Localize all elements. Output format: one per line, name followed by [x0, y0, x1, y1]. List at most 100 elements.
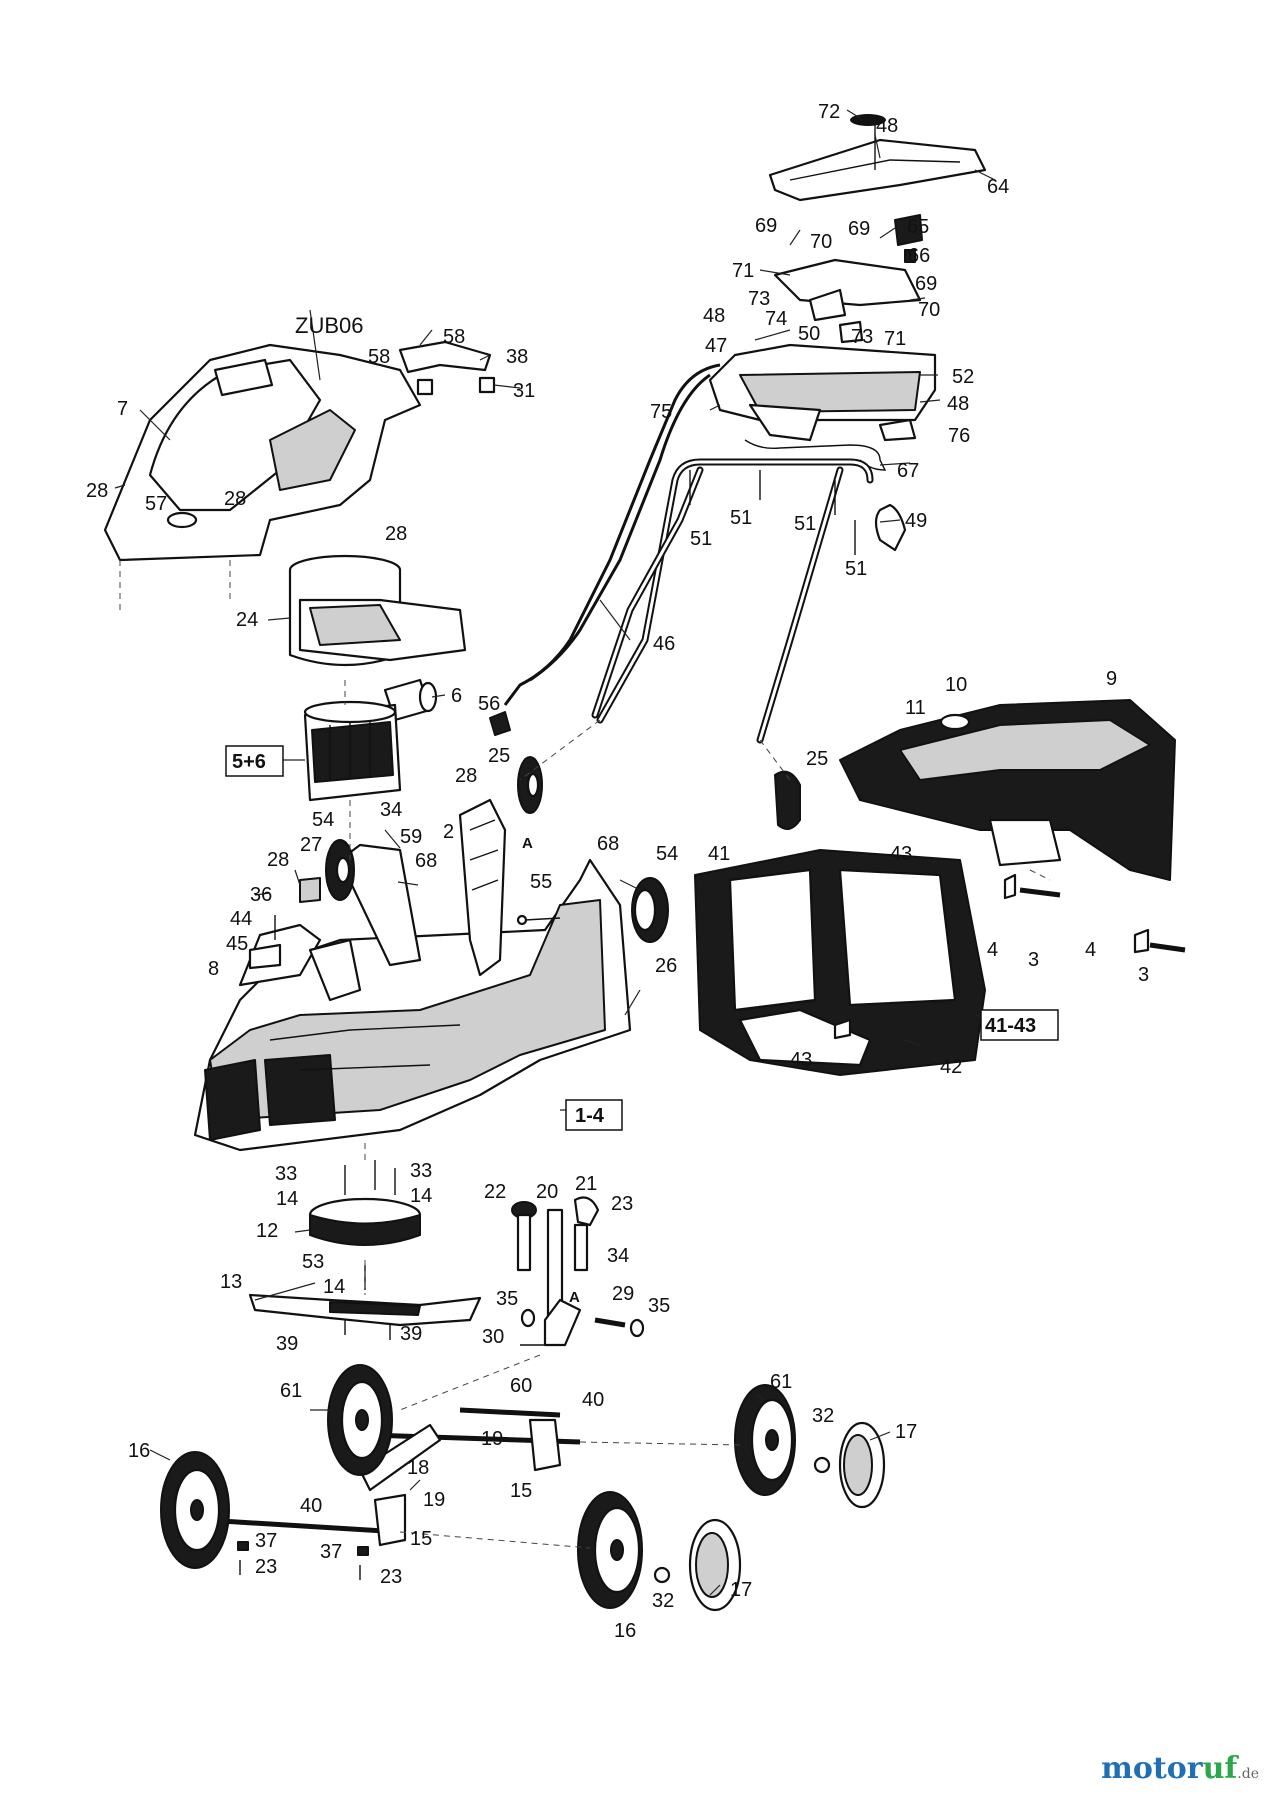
callout-label: 4: [1085, 939, 1096, 961]
callout-label: 39: [276, 1333, 298, 1355]
callout-label: 7: [117, 398, 128, 420]
plug-56: [489, 711, 511, 736]
motor-5-6: [303, 700, 402, 802]
callout-label: 49: [905, 510, 927, 532]
callout-label: ZUB06: [295, 313, 363, 338]
assembly-dashes: [119, 560, 1051, 1549]
callout-label: 48: [876, 115, 898, 137]
callout-label: 58: [443, 326, 465, 348]
callout-label: 18: [407, 1457, 429, 1479]
callout-label: 17: [730, 1579, 752, 1601]
wheel-16-front-left: [160, 1451, 230, 1569]
wheel-61-rear-left: [327, 1364, 393, 1476]
callout-label: 14: [323, 1276, 345, 1298]
callout-label: 53: [302, 1251, 324, 1273]
callout-label: 69: [755, 215, 777, 237]
callout-label: 14: [276, 1188, 298, 1210]
boxed-label: 1-4: [575, 1105, 605, 1127]
callout-label: 23: [380, 1566, 402, 1588]
label-box-1-4: [565, 1099, 623, 1131]
callout-label: 50: [798, 323, 820, 345]
callout-label: 16: [128, 1440, 150, 1462]
callout-label: 33: [410, 1160, 432, 1182]
callout-label: 12: [256, 1220, 278, 1242]
callout-label: 56: [478, 693, 500, 715]
callout-label: 71: [884, 328, 906, 350]
bolts-37-23: [237, 1541, 369, 1580]
bolt-55: [524, 917, 561, 921]
callout-label: 28: [224, 488, 246, 510]
clip-43: [833, 1018, 852, 1040]
callout-label: 25: [488, 745, 510, 767]
callout-label: 35: [496, 1288, 518, 1310]
bearing-parts: [248, 839, 355, 970]
callout-label: 74: [765, 308, 787, 330]
handle-top-cover: [768, 114, 987, 202]
callout-label: 51: [794, 513, 816, 535]
callout-label: 14: [410, 1185, 432, 1207]
callout-label: 30: [482, 1326, 504, 1348]
callout-label: 48: [703, 305, 725, 327]
callout-label: 73: [851, 326, 873, 348]
callout-label: 66: [908, 245, 930, 267]
callout-label: 48: [947, 393, 969, 415]
callout-label: 28: [455, 765, 477, 787]
fan-12: [308, 1197, 422, 1246]
switch-parts: [773, 214, 923, 344]
grass-bag-41: [694, 849, 986, 1076]
callout-label: 8: [208, 958, 219, 980]
label-box-41-43: [980, 1009, 1059, 1041]
height-lever: [511, 1196, 645, 1347]
rear-axle: [358, 1407, 581, 1492]
axle-cap-25-left: [517, 756, 543, 814]
callout-label: 19: [481, 1428, 503, 1450]
callout-label: 59: [400, 826, 422, 848]
callout-label: 3: [1138, 964, 1149, 986]
height-adjust-2: [458, 798, 507, 977]
axle-cap-26: [631, 877, 669, 943]
front-axle: [204, 1493, 407, 1547]
brand-logo: motoruf.de: [1101, 1751, 1259, 1786]
callout-label: 27: [300, 834, 322, 856]
callout-label: 32: [652, 1590, 674, 1612]
callout-label: 23: [611, 1193, 633, 1215]
callout-label: 51: [690, 528, 712, 550]
brand-name-accent: uf: [1202, 1751, 1238, 1786]
callout-label: 61: [280, 1380, 302, 1402]
brand-name-main: motor: [1101, 1751, 1203, 1786]
washer-32-front: [653, 1566, 671, 1584]
callout-label: 36: [250, 884, 272, 906]
callout-label: 19: [423, 1489, 445, 1511]
hubcap-17-front: [688, 1518, 742, 1612]
callout-label: 35: [648, 1295, 670, 1317]
wheel-61-rear-right: [734, 1384, 796, 1496]
callout-label: 43: [790, 1049, 812, 1071]
wheel-16-front-right: [577, 1491, 643, 1609]
hood-7: [103, 340, 496, 562]
callout-label: 57: [145, 493, 167, 515]
callout-label: 38: [506, 346, 528, 368]
callout-label: 6: [451, 685, 462, 707]
air-duct-24: [288, 554, 467, 667]
callout-label: 24: [236, 609, 258, 631]
callout-label: 13: [220, 1271, 242, 1293]
callout-label: 65: [907, 216, 929, 238]
callout-label: 41: [708, 843, 730, 865]
callout-label: 15: [510, 1480, 532, 1502]
callout-label: 40: [582, 1389, 604, 1411]
callout-label: 42: [940, 1056, 962, 1078]
callout-label: 47: [705, 335, 727, 357]
callout-label: 32: [812, 1405, 834, 1427]
callout-label: 37: [255, 1530, 277, 1552]
callout-label: 28: [267, 849, 289, 871]
blade-13: [248, 1293, 482, 1340]
callout-label: 16: [614, 1620, 636, 1642]
callout-label: 44: [230, 908, 252, 930]
callout-label: 31: [513, 380, 535, 402]
callout-label: 28: [86, 480, 108, 502]
callout-label: 58: [368, 346, 390, 368]
callout-label: 20: [536, 1181, 558, 1203]
callout-label: 33: [275, 1163, 297, 1185]
callout-label: 69: [848, 218, 870, 240]
callout-label: 68: [597, 833, 619, 855]
